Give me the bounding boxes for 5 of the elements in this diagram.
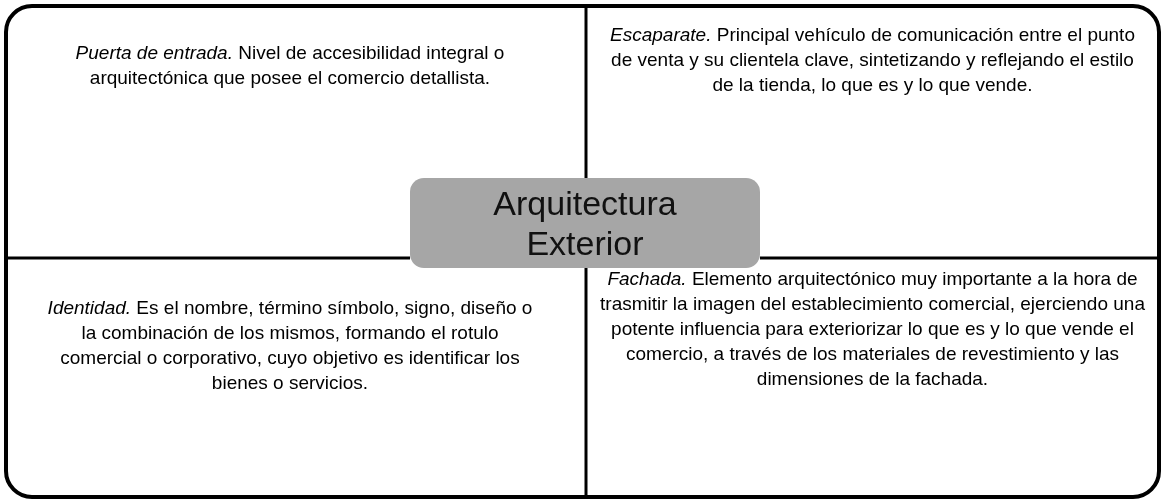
description-text: Fachada. Elemento arquitectónico muy importante a la hora de trasmitir la imagen del establecimiento comercial, ejerciendo una potente influencia para exteriorizar lo que es y lo que vende el comercio, a través de los materiales de revestimiento y las dimensiones de la fachada. [600, 266, 1145, 391]
title-box: Arquitectura Exterior [410, 178, 760, 268]
description-text: Identidad. Es el nombre, término símbolo, signo, diseño o la combinación de los mismos, formando el rotulo comercial o corporativo, cuyo objetivo es identificar los bienes o servicios. [40, 295, 540, 395]
description-text: Puerta de entrada. Nivel de accesibilidad integral o arquitectónica que posee el comercio detallista. [60, 40, 520, 90]
description-text: Escaparate. Principal vehículo de comunicación entre el punto de venta y su clientela clave, sintetizando y reflejando el estilo de la tienda, lo que es y lo que vende. [600, 22, 1145, 97]
